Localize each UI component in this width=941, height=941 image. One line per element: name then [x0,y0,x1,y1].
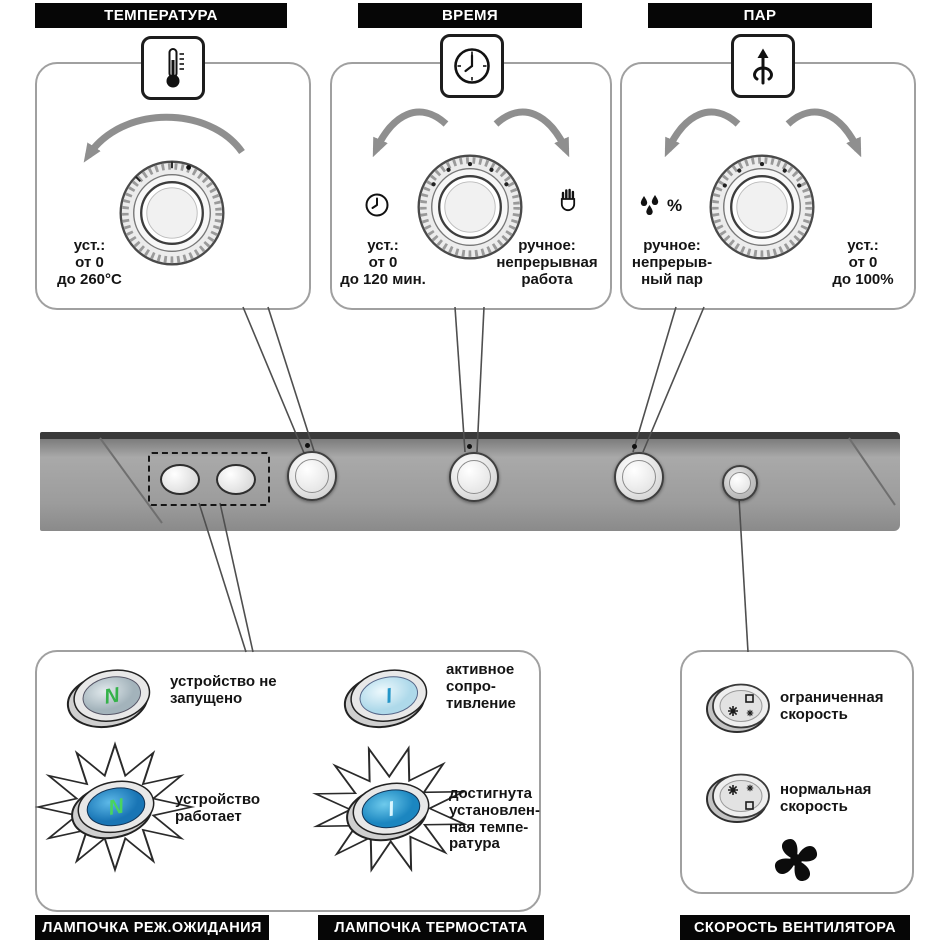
temperature-header-bar: ТЕМПЕРАТУРА [35,3,287,28]
thermometer-icon [141,36,205,100]
steam-knob-marker [632,444,637,449]
thermostat-lamp-symbol: I [384,684,395,708]
steam-title: ПАР [743,7,777,24]
time-manual-label: ручное: непрерывная работа [496,237,598,288]
thermostat-lamp-off: I [335,658,440,741]
fan-limited-label: ограниченная скорость [780,689,884,723]
standby-lamp-button[interactable] [160,464,200,495]
temperature-title: ТЕМПЕРАТУРА [104,7,218,24]
standby-lamp-symbol: N [102,683,122,708]
thermostat-reached-label: достигнута установлен- ная темпе- ратура [449,785,540,853]
standby-footer-title: ЛАМПОЧКА РЕЖ.ОЖИДАНИЯ [42,919,262,936]
fan-speed-knob[interactable] [722,465,758,501]
time-range-label: уст.: от 0 до 120 мин. [340,237,426,288]
thermostat-active-label: активное сопро- тивление [446,661,516,712]
thermostat-lamp-button[interactable] [216,464,256,495]
thermostat-footer-title: ЛАМПОЧКА ТЕРМОСТАТА [334,919,528,936]
hand-icon [556,186,582,214]
temperature-knob-marker [305,443,310,448]
steam-manual-label: ручное: непрерыв- ный пар [631,237,713,288]
time-dial-knob[interactable] [414,151,526,268]
steam-dial-knob[interactable] [706,151,818,268]
standby-footer-bar: ЛАМПОЧКА РЕЖ.ОЖИДАНИЯ [35,915,269,940]
fan-footer-title: СКОРОСТЬ ВЕНТИЛЯТОРА [694,919,896,936]
temperature-range-label: уст.: от 0 до 260°C [57,237,122,288]
time-header-bar: ВРЕМЯ [358,3,582,28]
fan-icon [770,834,822,891]
time-knob-marker [467,444,472,449]
standby-lamp-on: N [30,732,200,887]
temperature-panel-knob[interactable] [287,451,337,501]
clock-small-icon [364,192,390,218]
clock-icon [440,34,504,98]
standby-lamp-off: N [58,658,163,741]
steam-header-bar: ПАР [648,3,872,28]
fan-normal-button[interactable] [704,768,776,831]
steam-range-label: уст.: от 0 до 100% [832,237,894,288]
fan-footer-bar: СКОРОСТЬ ВЕНТИЛЯТОРА [680,915,910,940]
steam-panel-knob[interactable] [614,452,664,502]
steam-drops-icon: % [638,194,682,218]
fan-normal-label: нормальная скорость [780,781,872,815]
standby-on-label: устройство работает [175,791,261,825]
steam-percent-label: % [667,196,683,215]
steam-icon [731,34,795,98]
thermostat-lamp-on: I [305,734,475,889]
standby-off-label: устройство не запущено [170,673,277,707]
thermostat-footer-bar: ЛАМПОЧКА ТЕРМОСТАТА [318,915,544,940]
thermostat-lamp-on-symbol: I [386,797,397,821]
standby-lamp-on-symbol: N [107,795,127,820]
fan-limited-button[interactable] [704,678,776,741]
time-title: ВРЕМЯ [441,7,499,24]
time-panel-knob[interactable] [449,452,499,502]
temperature-dial-knob[interactable] [116,157,228,274]
